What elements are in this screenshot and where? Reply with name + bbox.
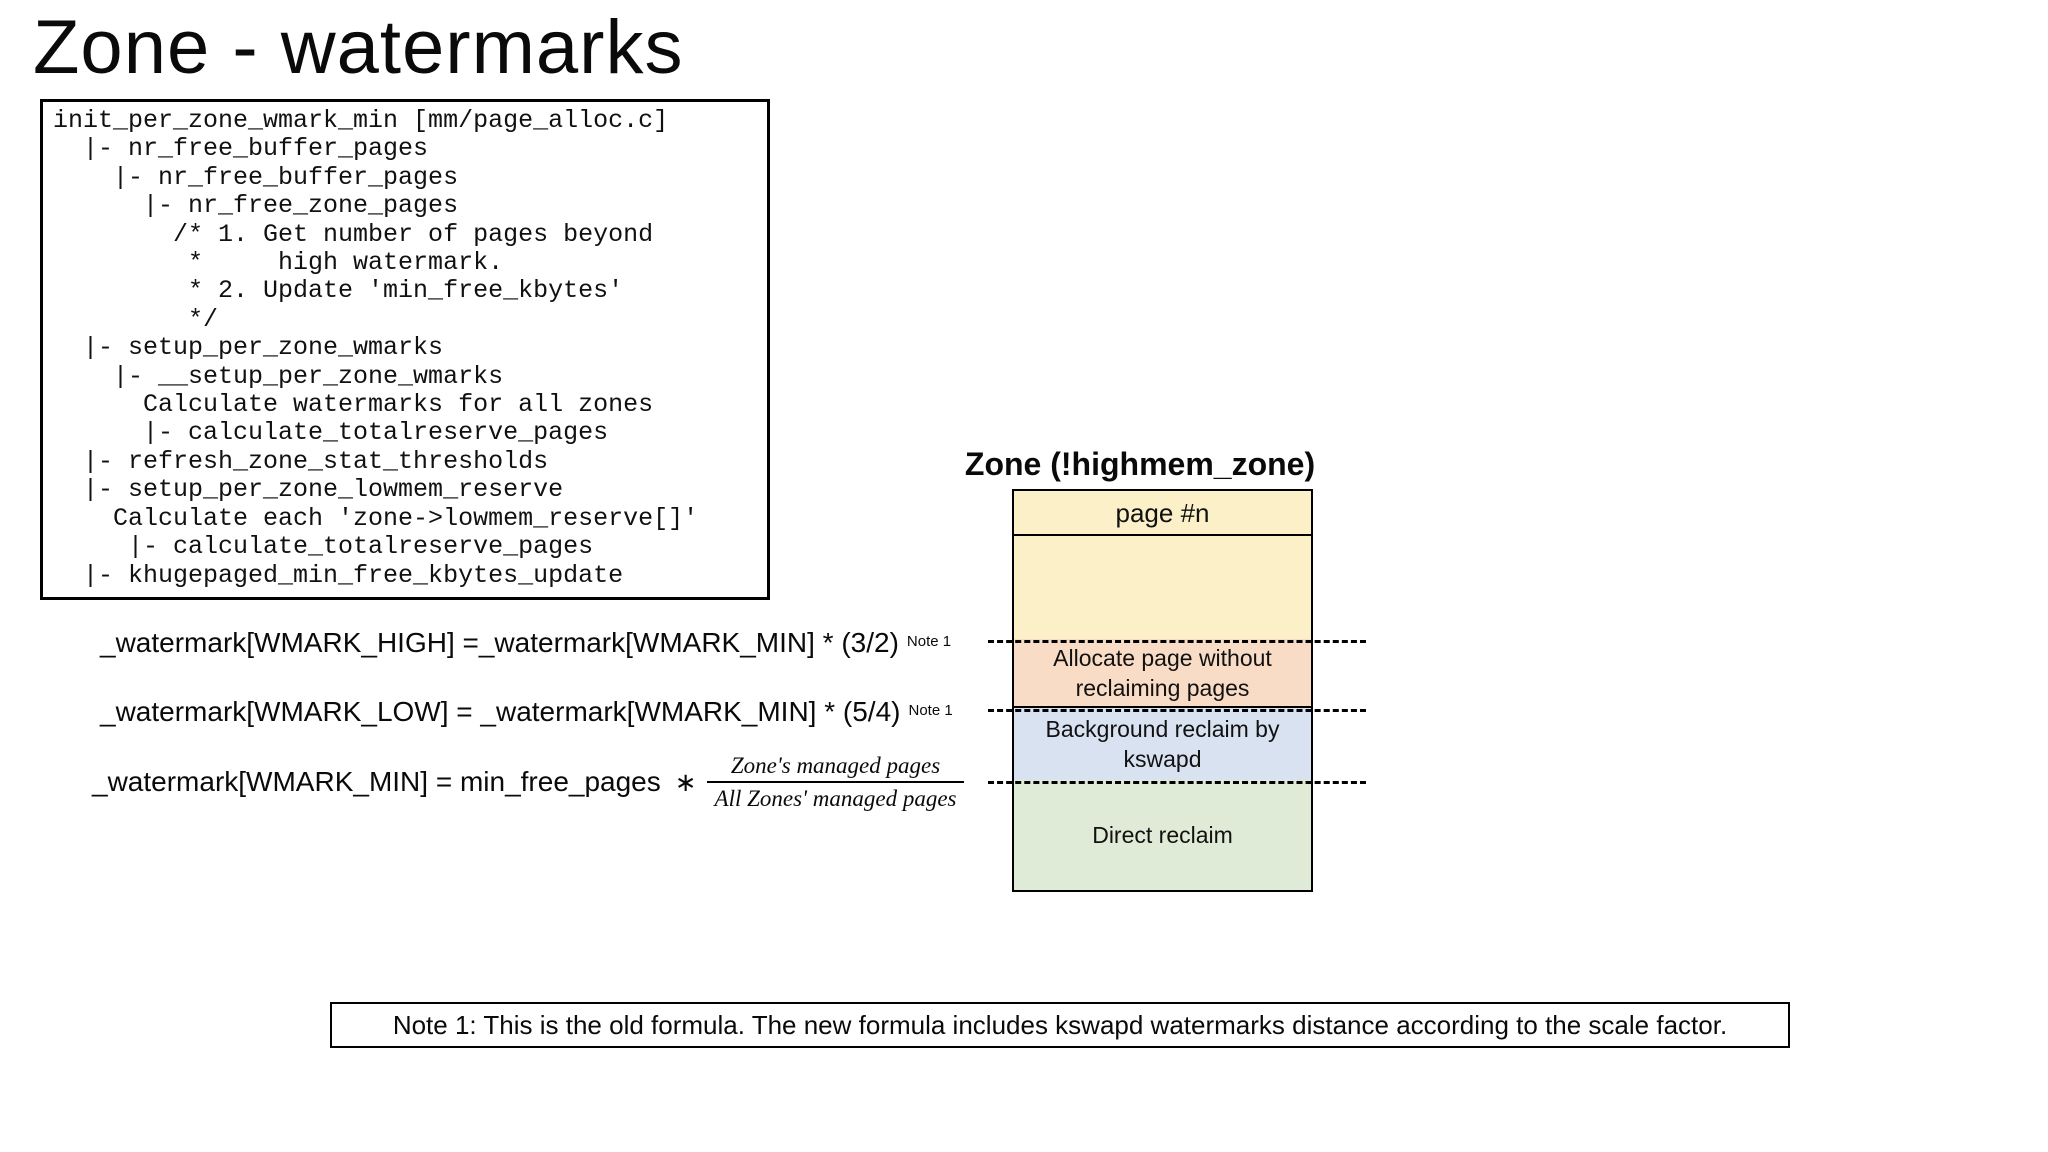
zone-section-free-pages [1014,536,1311,639]
zone-section-allocate-without-reclaim: Allocate page without reclaiming pages [1014,639,1311,708]
note-text: Note 1: This is the old formula. The new… [392,1009,1728,1040]
zone-diagram-box: page #n Allocate page without reclaiming… [1012,489,1313,892]
formula-wmark-min: _watermark[WMARK_MIN] = min_free_pages ∗… [92,752,965,812]
note-box: Note 1: This is the old formula. The new… [330,1002,1790,1048]
zone-header-page-n: page #n [1014,491,1311,536]
call-tree-code-block: init_per_zone_wmark_min [mm/page_alloc.c… [40,99,770,600]
wmark-high-dashed-line [988,640,1366,643]
zone-section-direct-reclaim: Direct reclaim [1014,780,1311,890]
formula-wmark-low-text: _watermark[WMARK_LOW] = _watermark[WMARK… [100,696,901,727]
formula-wmark-high-text: _watermark[WMARK_HIGH] =_watermark[WMARK… [100,627,899,658]
zone-diagram-title: Zone (!highmem_zone) [964,446,1316,482]
formula-wmark-min-text: _watermark[WMARK_MIN] = min_free_pages [92,766,661,797]
wmark-low-dashed-line [988,709,1366,712]
formula-wmark-high: _watermark[WMARK_HIGH] =_watermark[WMARK… [100,620,951,666]
formula-wmark-low: _watermark[WMARK_LOW] = _watermark[WMARK… [100,689,953,735]
wmark-min-dashed-line [988,781,1366,784]
multiply-operator: ∗ [674,766,697,797]
fraction-numerator: Zone's managed pages [706,752,965,783]
managed-pages-fraction: Zone's managed pages All Zones' managed … [706,752,965,812]
zone-section-kswapd-reclaim: Background reclaim by kswapd [1014,708,1311,780]
note-1-reference: Note 1 [908,701,953,719]
page-title: Zone - watermarks [33,5,684,90]
note-1-reference: Note 1 [906,632,952,650]
fraction-denominator: All Zones' managed pages [714,786,957,811]
